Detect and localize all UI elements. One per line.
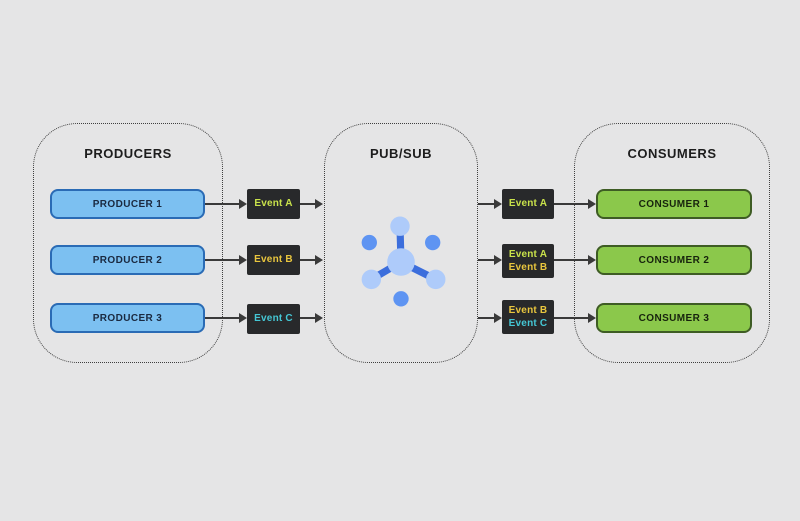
event-b-label: Event B [508,261,548,273]
consumers-title: CONSUMERS [627,146,717,161]
arrow-sub3-consumer3 [554,313,596,323]
event-a-label: Event A [508,248,548,260]
event-a-label: Event A [254,198,293,209]
pubsub-container: PUB/SUB [324,123,478,363]
event-b-label: Event B [508,304,548,316]
subscription-consumer-2-chip: Event A Event B [502,244,554,278]
arrow-pubsub-sub3 [478,313,502,323]
event-c-label: Event C [254,313,293,324]
published-event-c-chip: Event C [247,304,300,334]
arrow-pubsub-sub2 [478,255,502,265]
event-a-label: Event A [508,198,548,209]
published-event-a-chip: Event A [247,189,300,219]
consumer-2-node: CONSUMER 2 [596,245,752,275]
pubsub-hub-icon [355,216,447,308]
arrow-pubsub-sub1 [478,199,502,209]
event-b-label: Event B [254,254,293,265]
published-event-b-chip: Event B [247,245,300,275]
consumer-1-node: CONSUMER 1 [596,189,752,219]
event-c-label: Event C [508,317,548,329]
arrow-sub2-consumer2 [554,255,596,265]
arrow-eventc-pubsub [300,313,323,323]
arrow-producer2-eventb [205,255,247,265]
consumer-3-node: CONSUMER 3 [596,303,752,333]
subscription-consumer-1-chip: Event A [502,189,554,219]
arrow-sub1-consumer1 [554,199,596,209]
arrow-producer3-eventc [205,313,247,323]
subscription-consumer-3-chip: Event B Event C [502,300,554,334]
producers-container: PRODUCERS [33,123,223,363]
arrow-producer1-eventa [205,199,247,209]
producer-1-node: PRODUCER 1 [50,189,205,219]
producer-3-node: PRODUCER 3 [50,303,205,333]
producer-2-node: PRODUCER 2 [50,245,205,275]
arrow-eventa-pubsub [300,199,323,209]
consumers-container: CONSUMERS [574,123,770,363]
producers-title: PRODUCERS [84,146,172,161]
pubsub-title: PUB/SUB [369,146,432,161]
arrow-eventb-pubsub [300,255,323,265]
